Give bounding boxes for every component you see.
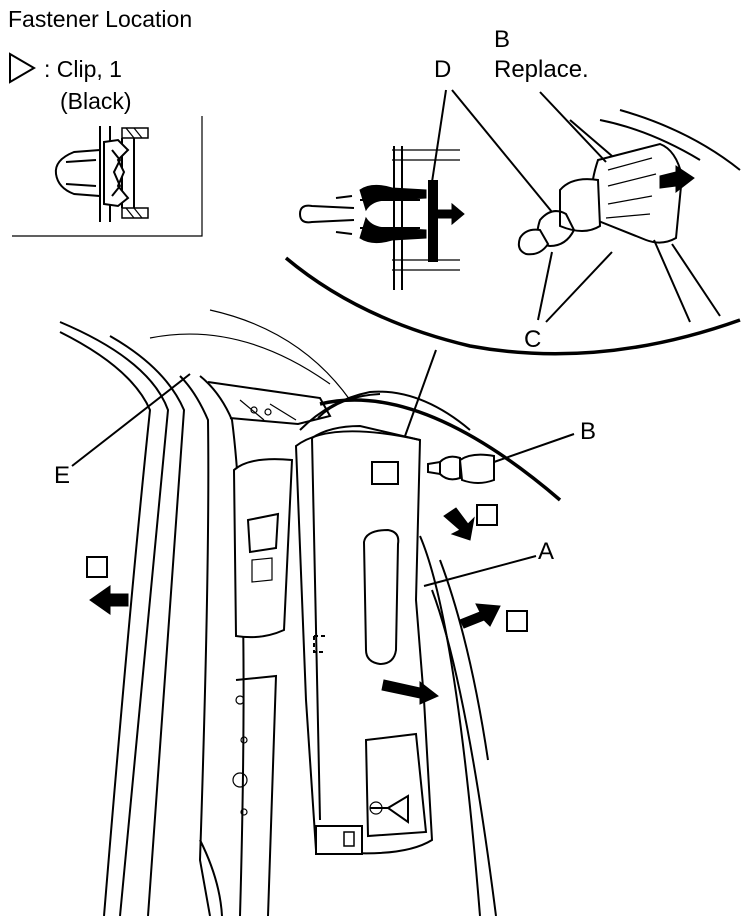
step-box <box>506 610 528 632</box>
clip-legend-label: : Clip, 1 <box>44 56 122 82</box>
airbag-clip-detail <box>517 91 741 323</box>
callout-b-main: B <box>580 418 597 445</box>
step-box <box>476 504 498 526</box>
clip-removal-detail <box>299 89 553 290</box>
callout-a: A <box>538 538 555 565</box>
diagram-title: Fastener Location <box>8 6 193 32</box>
callout-c: C <box>524 326 542 353</box>
clip-legend-color: (Black) <box>60 88 132 114</box>
callout-b-detail: B <box>494 26 511 53</box>
callout-b-replace-note: Replace. <box>494 56 589 83</box>
callout-e: E <box>54 462 71 489</box>
pillar-trim-a <box>294 424 434 855</box>
body-pillar <box>59 309 351 916</box>
clip-cross-section-inset <box>12 116 203 237</box>
replacement-clip-b <box>427 453 495 484</box>
clip-legend-triangle-icon <box>9 52 36 84</box>
step-box <box>86 556 108 578</box>
callout-d: D <box>434 56 452 83</box>
